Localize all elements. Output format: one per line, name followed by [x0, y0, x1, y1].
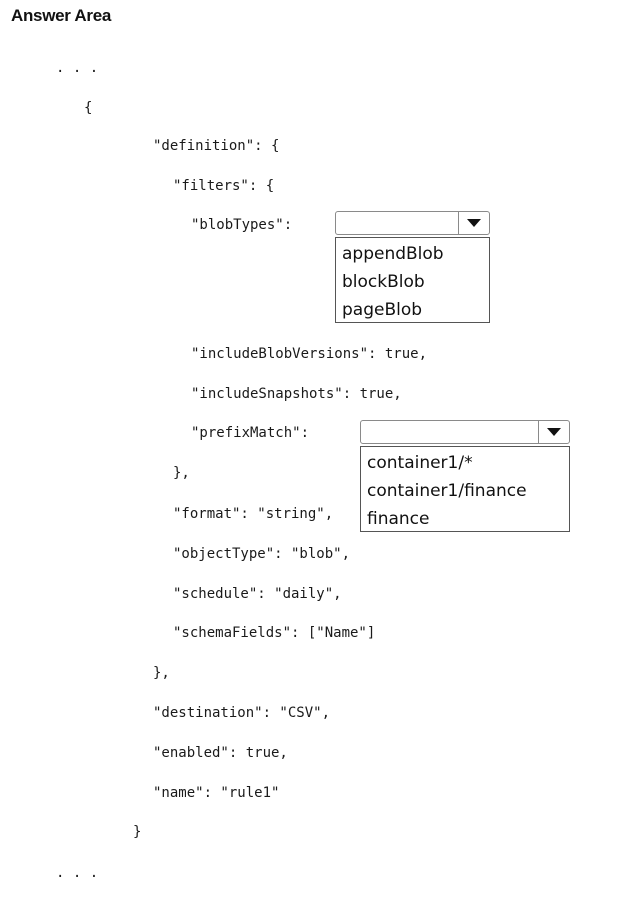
prefix-match-option[interactable]: container1/finance [367, 481, 527, 501]
prefix-match-option[interactable]: container1/* [367, 453, 473, 473]
prefix-match-option[interactable]: finance [367, 509, 430, 529]
blob-types-key: "blobTypes": [191, 217, 293, 233]
open-brace: { [84, 100, 93, 116]
name-line: "name": "rule1" [153, 785, 280, 801]
blob-types-option[interactable]: blockBlob [342, 272, 425, 292]
filters-open-line: "filters": { [173, 178, 275, 194]
blob-types-dropdown-toggle[interactable] [458, 212, 489, 234]
destination-line: "destination": "CSV", [153, 705, 331, 721]
format-line: "format": "string", [173, 506, 334, 522]
prefix-match-dropdown-toggle[interactable] [538, 421, 569, 443]
ellipsis-top: . . . [56, 60, 99, 76]
include-snapshots-line: "includeSnapshots": true, [191, 386, 402, 402]
definition-open-line: "definition": { [153, 138, 280, 154]
blob-types-options-list: appendBlob blockBlob pageBlob [335, 237, 490, 323]
blob-types-dropdown[interactable] [335, 211, 490, 235]
chevron-down-icon [467, 219, 481, 227]
prefix-match-dropdown[interactable] [360, 420, 570, 444]
include-blob-versions-line: "includeBlobVersions": true, [191, 346, 428, 362]
schema-fields-line: "schemaFields": ["Name"] [173, 625, 376, 641]
filters-close-line: }, [173, 465, 190, 481]
object-type-line: "objectType": "blob", [173, 546, 351, 562]
prefix-match-options-list: container1/* container1/finance finance [360, 446, 570, 532]
enabled-line: "enabled": true, [153, 745, 288, 761]
answer-area-title: Answer Area [11, 6, 112, 25]
definition-close-line: }, [153, 665, 170, 681]
blob-types-option[interactable]: appendBlob [342, 244, 444, 264]
ellipsis-bottom: . . . [56, 865, 99, 881]
close-brace: } [133, 824, 142, 840]
prefix-match-key: "prefixMatch": [191, 425, 310, 441]
schedule-line: "schedule": "daily", [173, 586, 342, 602]
blob-types-option[interactable]: pageBlob [342, 300, 423, 320]
chevron-down-icon [547, 428, 561, 436]
